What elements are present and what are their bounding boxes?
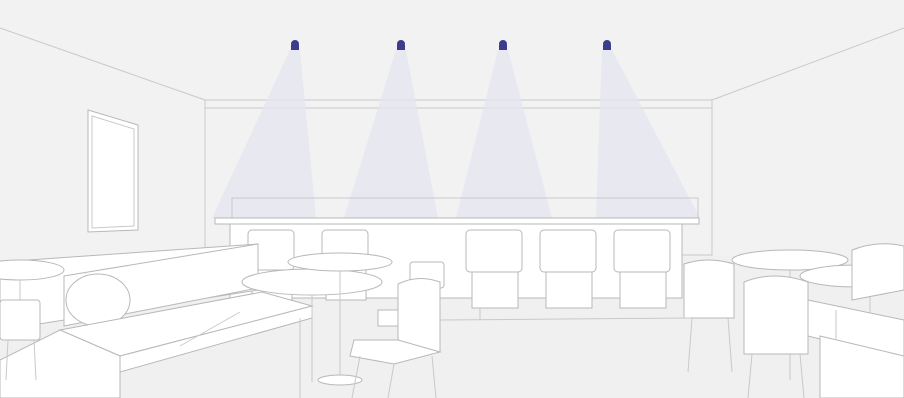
- chair: [743, 275, 809, 398]
- light-beam: [344, 50, 438, 218]
- right-booth: [807, 299, 904, 398]
- light-beam: [596, 50, 700, 218]
- bar-stool: [613, 229, 671, 309]
- spotlight-icon: [397, 40, 405, 50]
- left-booth: [0, 243, 314, 398]
- wall-frame: [87, 109, 139, 233]
- light-beam: [212, 50, 316, 218]
- light-beam: [456, 50, 552, 218]
- right-chairs: [683, 243, 904, 398]
- chair: [683, 259, 735, 373]
- right-wall: [712, 28, 904, 265]
- bar-stool: [465, 229, 523, 309]
- front-chair: [349, 278, 442, 398]
- floor-lines: [439, 308, 691, 321]
- light-beams: [212, 50, 700, 218]
- center-table: [241, 252, 393, 386]
- spotlight-icon: [499, 40, 507, 50]
- bar-stool: [539, 229, 597, 309]
- spotlights: [291, 40, 611, 50]
- chair: [851, 243, 904, 301]
- spotlight-icon: [291, 40, 299, 50]
- spotlight-icon: [603, 40, 611, 50]
- left-side-table: [0, 259, 65, 381]
